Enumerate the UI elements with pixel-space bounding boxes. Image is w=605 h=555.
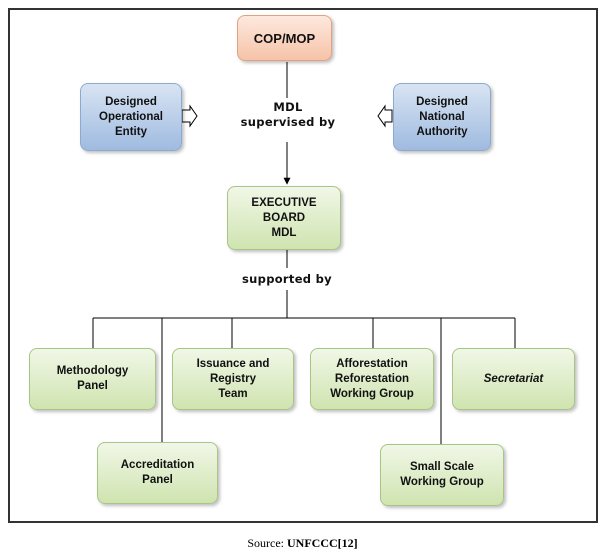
accreditation-panel-node: Accreditation Panel: [97, 442, 218, 504]
source-reference: UNFCCC[12]: [287, 536, 358, 550]
secretariat-node: Secretariat: [452, 348, 575, 410]
cop-mop-node: COP/MOP: [237, 15, 332, 61]
small-scale-working-group-node: Small Scale Working Group: [380, 444, 504, 506]
hollow-arrow-right: [181, 104, 198, 128]
designed-operational-entity-node: Designed Operational Entity: [80, 83, 182, 151]
issuance-registry-team-node: Issuance and Registry Team: [172, 348, 294, 410]
methodology-panel-node: Methodology Panel: [29, 348, 156, 410]
mdl-supervised-by-label: MDL supervised by: [240, 100, 336, 129]
source-prefix: Source:: [247, 536, 287, 550]
executive-board-node: EXECUTIVE BOARD MDL: [227, 186, 341, 250]
supported-by-label: supported by: [242, 272, 332, 286]
hollow-arrow-left: [377, 104, 393, 128]
source-caption: Source: UNFCCC[12]: [0, 536, 605, 551]
designed-national-authority-node: Designed National Authority: [393, 83, 491, 151]
afforestation-reforestation-node: Afforestation Reforestation Working Grou…: [310, 348, 434, 410]
